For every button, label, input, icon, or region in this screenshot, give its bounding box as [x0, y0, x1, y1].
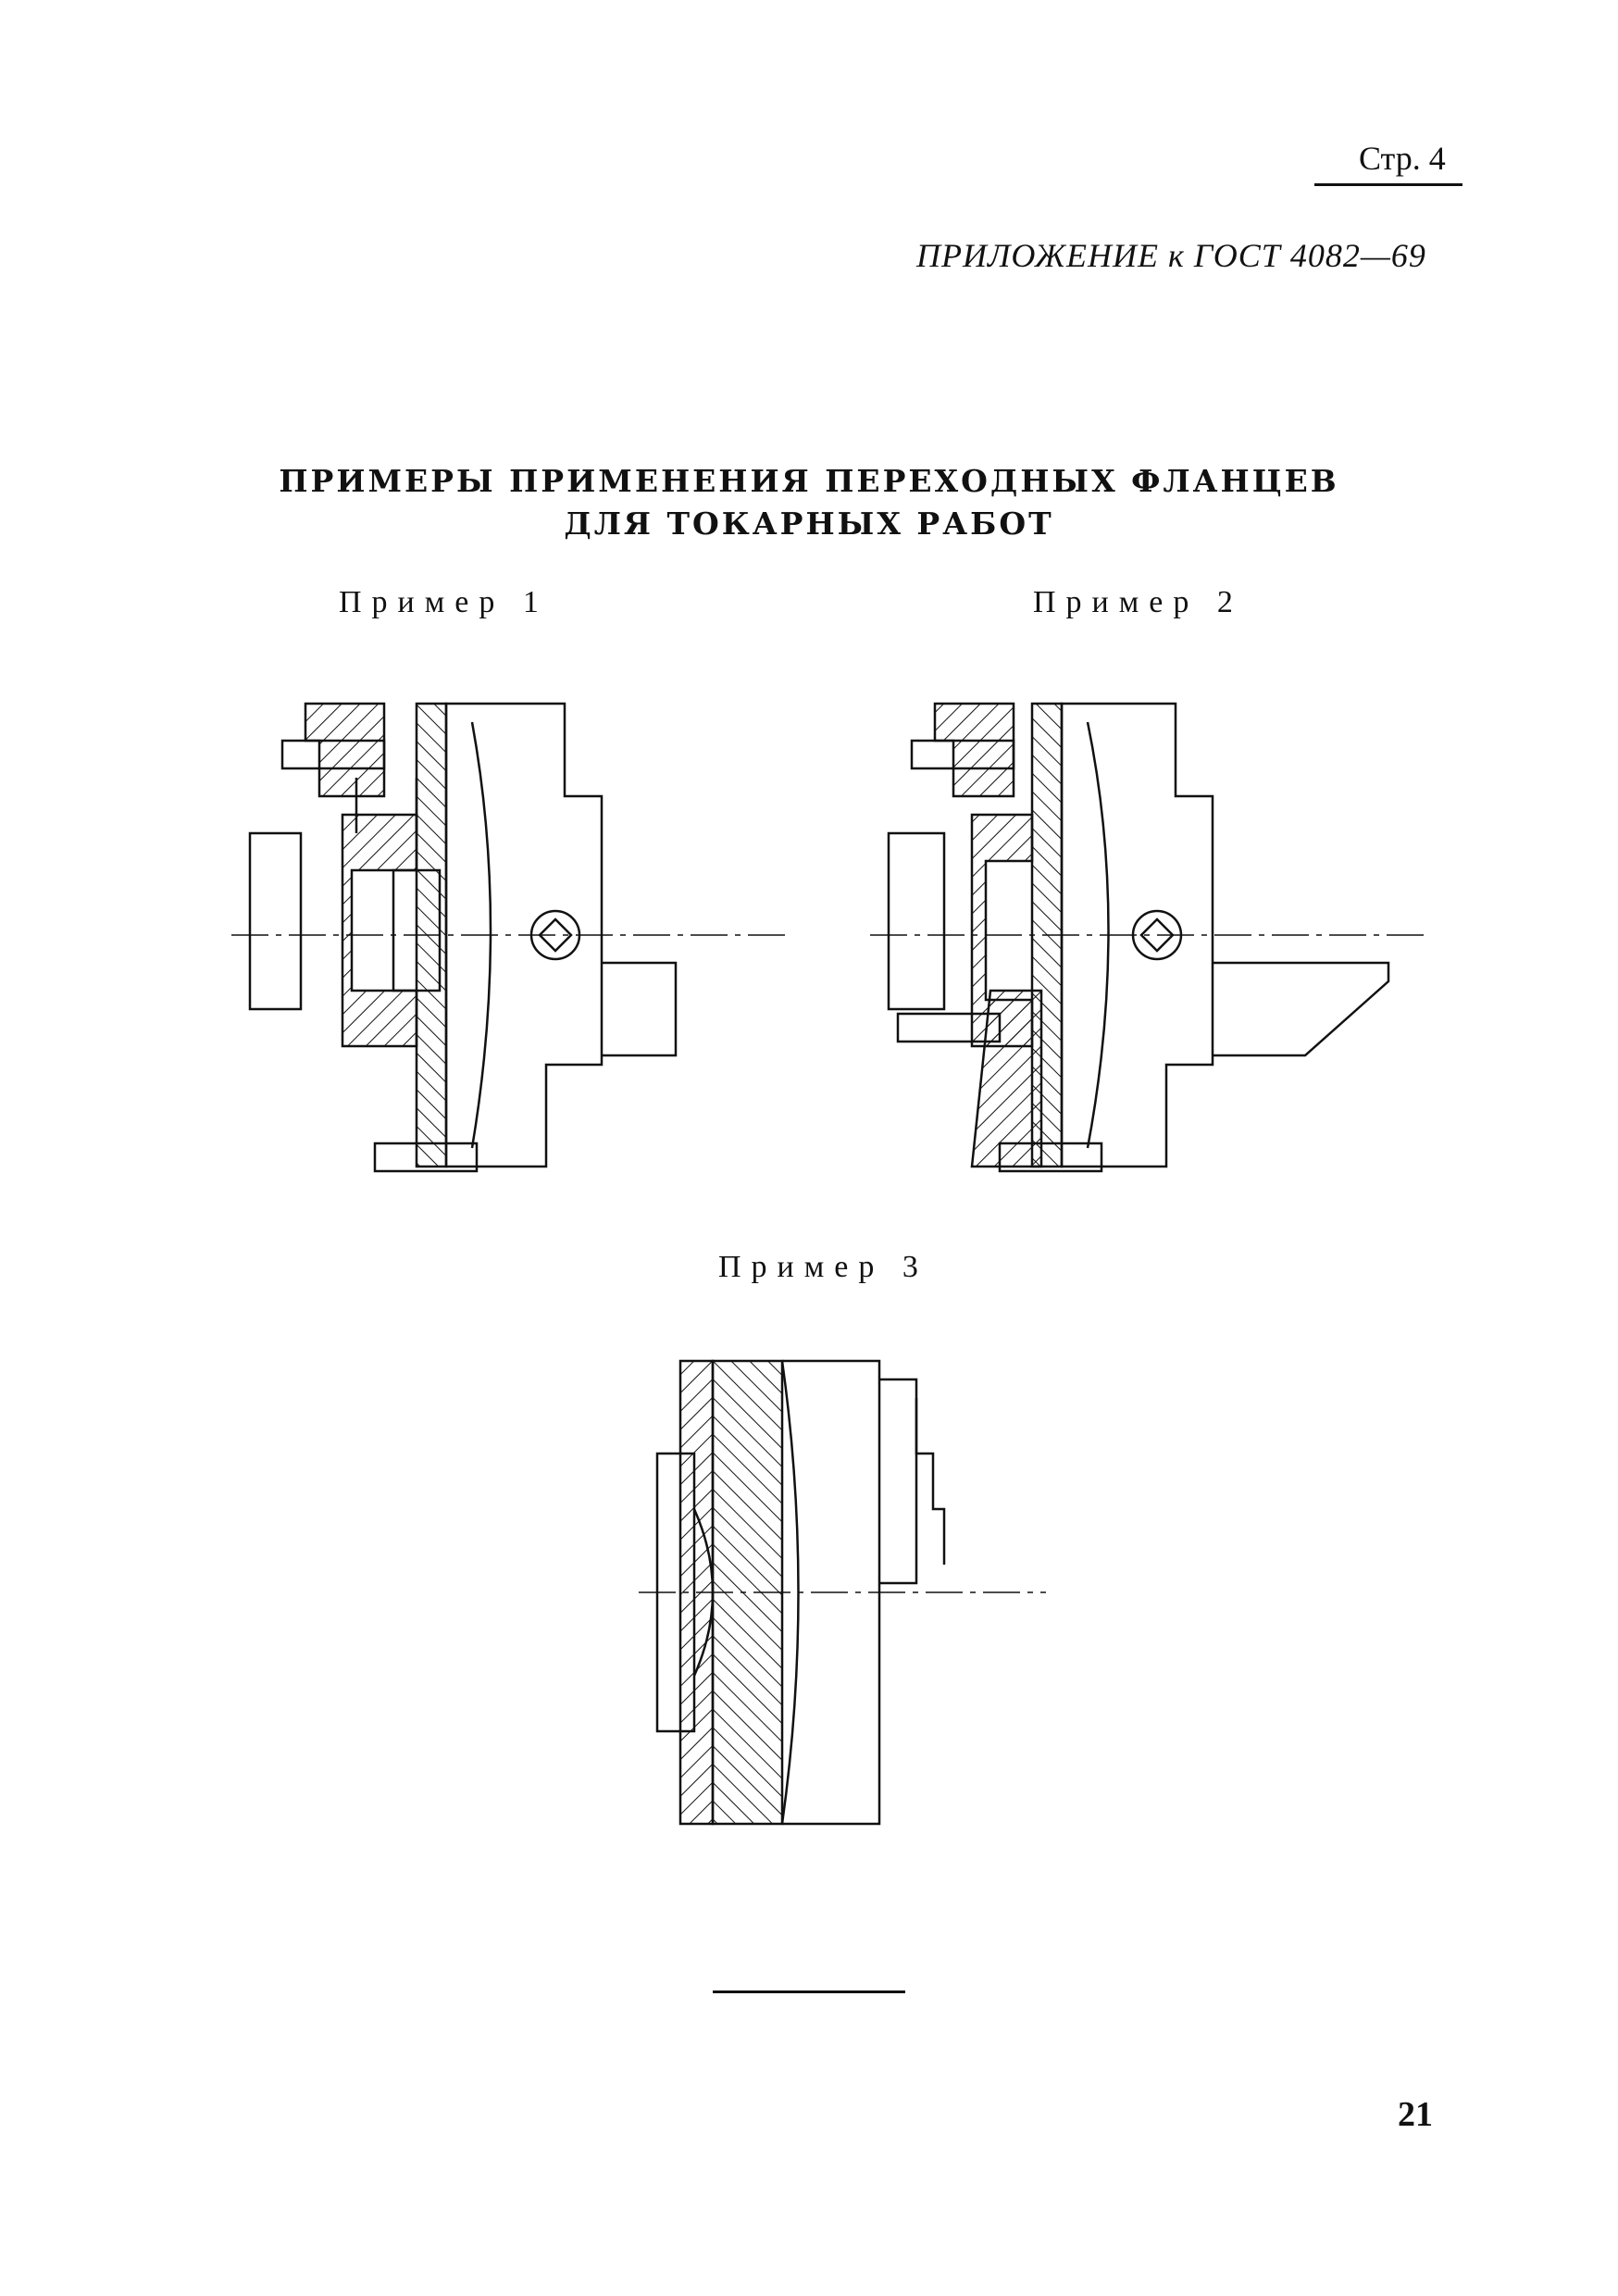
appendix-reference: ПРИЛОЖЕНИЕ к ГОСТ 4082—69 [916, 237, 1426, 274]
example-3-drawing [639, 1342, 1046, 1861]
example-3-caption: Пример 3 [718, 1250, 928, 1284]
bolt-middle [898, 1014, 1000, 1042]
jaw [1213, 963, 1388, 1055]
flange-hub [657, 1454, 694, 1731]
example-2-drawing [870, 685, 1425, 1204]
adapter-flange-body [342, 815, 417, 1046]
chuck-key-square [540, 919, 571, 951]
bolt-top [282, 741, 384, 768]
end-rule [713, 1990, 905, 1993]
title-line-2: ДЛЯ ТОКАРНЫХ РАБОТ [564, 505, 1054, 542]
chuck-body [1062, 704, 1213, 1167]
chuck-body [446, 704, 602, 1167]
spindle-nose [250, 833, 301, 1009]
page-number-underline [1314, 183, 1462, 186]
example-2-caption: Пример 2 [1033, 585, 1243, 619]
jaw-steps [916, 1398, 944, 1565]
example-1-caption: Пример 1 [339, 585, 549, 619]
chuck-key-square [1141, 919, 1173, 951]
jaw [602, 963, 676, 1055]
jaw [879, 1379, 916, 1583]
adapter-flange-top [935, 704, 1014, 796]
chuck-face-curve [472, 722, 491, 1148]
bolt-top [912, 741, 1014, 768]
adapter-flange-top [305, 704, 384, 796]
chuck-face-curve [1088, 722, 1109, 1148]
page-number-label: Стр. 4 [1359, 140, 1446, 177]
page-title: ПРИМЕРЫ ПРИМЕНЕНИЯ ПЕРЕХОДНЫХ ФЛАНЦЕВ ДЛ… [0, 460, 1618, 545]
title-line-1: ПРИМЕРЫ ПРИМЕНЕНИЯ ПЕРЕХОДНЫХ ФЛАНЦЕВ [279, 463, 1339, 499]
bolt-bottom [1000, 1143, 1101, 1171]
example-1-drawing [231, 685, 787, 1204]
bolt-bottom [375, 1143, 477, 1171]
spindle-nose [889, 833, 944, 1009]
folio-number: 21 [1398, 2095, 1433, 2134]
